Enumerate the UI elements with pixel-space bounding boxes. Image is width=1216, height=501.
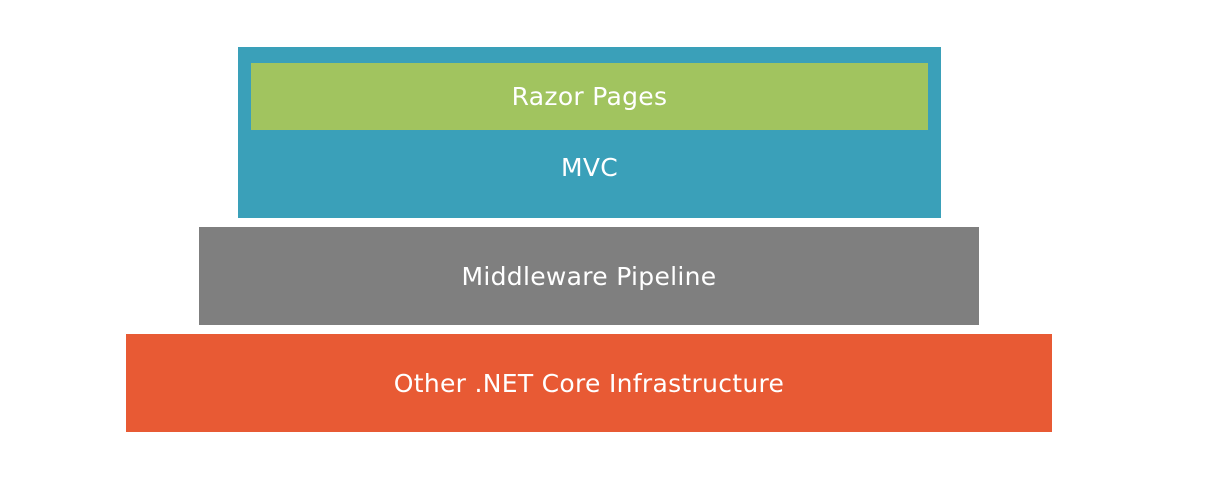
middleware-pipeline-layer: Middleware Pipeline [199, 227, 979, 325]
razor-pages-layer: Razor Pages [251, 63, 928, 130]
mvc-label: MVC [560, 152, 619, 182]
infrastructure-label: Other .NET Core Infrastructure [393, 368, 785, 398]
middleware-pipeline-label: Middleware Pipeline [461, 261, 717, 291]
infrastructure-layer: Other .NET Core Infrastructure [126, 334, 1052, 432]
razor-pages-label: Razor Pages [511, 82, 668, 111]
mvc-layer-label-area: MVC [238, 130, 941, 204]
